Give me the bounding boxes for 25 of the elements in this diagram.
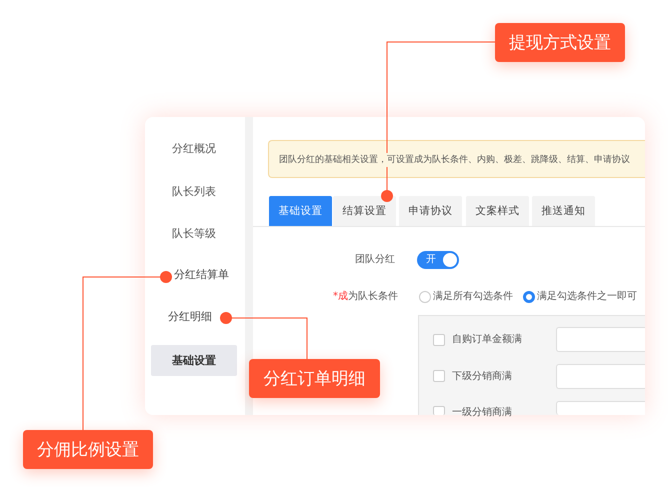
leader-line: [381, 42, 496, 202]
tab: 推送通知: [532, 196, 595, 226]
tab: 申请协议: [399, 196, 462, 226]
menu-item: 分红明细: [168, 310, 220, 327]
radio-option: 满足所有勾选条件: [433, 290, 513, 304]
leader-line: [220, 312, 308, 360]
menu-item: 分红结算单: [172, 268, 232, 285]
radio-option: 满足勾选条件之一即可: [537, 290, 637, 304]
tab: 文案样式: [466, 196, 529, 226]
leader-line: [82, 271, 172, 430]
callout-box: 分佣比例设置: [23, 430, 153, 469]
notice-text: 团队分红的基础相关设置，可设置成为队长条件、内购、极差、跳降级、结算、申请协议: [279, 153, 630, 167]
checkbox-label: 自购订单金额满: [452, 333, 522, 347]
callout-box: 提现方式设置: [495, 23, 625, 62]
menu-item: 队长等级: [172, 227, 216, 241]
callout-box: 分红订单明细: [249, 359, 380, 398]
menu-item: 基础设置: [151, 345, 237, 376]
checkbox-label: 一级分销商满: [452, 406, 512, 415]
menu-item: 队长列表: [172, 185, 216, 199]
menu-item: 分红概况: [172, 142, 216, 156]
tab: 结算设置: [333, 196, 396, 226]
field-label: 团队分红: [355, 253, 395, 267]
tab: 基础设置: [269, 196, 332, 226]
checkbox-label: 下级分销商满: [452, 370, 512, 384]
field-label: *成为队长条件: [333, 290, 398, 304]
